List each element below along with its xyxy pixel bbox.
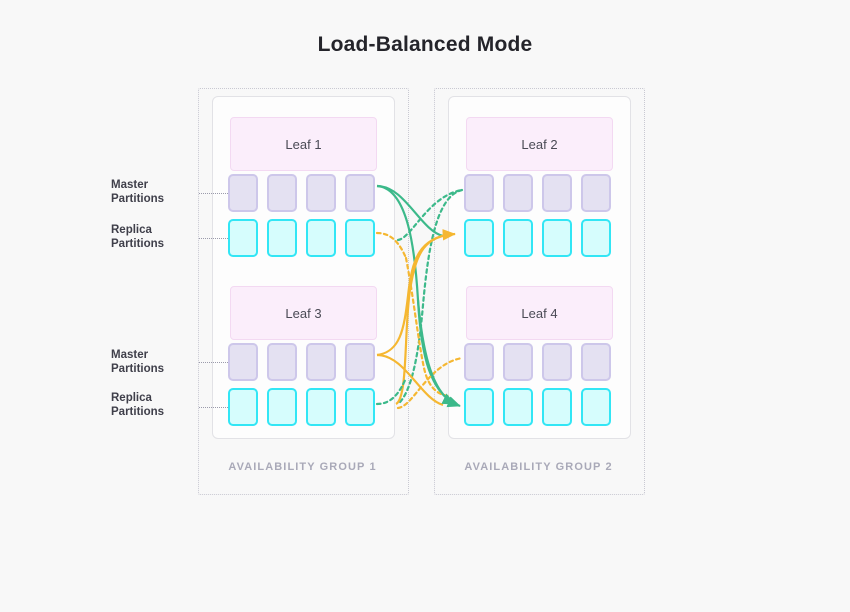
replica-partition[interactable] [228, 219, 258, 257]
master-partition[interactable] [464, 343, 494, 381]
leaf-label: Leaf 1 [285, 136, 322, 152]
replica-partition[interactable] [345, 388, 375, 426]
leaf-box-leaf-3[interactable]: Leaf 3 [230, 286, 377, 340]
master-partition[interactable] [581, 343, 611, 381]
replica-partition[interactable] [503, 219, 533, 257]
master-partition[interactable] [542, 174, 572, 212]
replica-partition[interactable] [306, 388, 336, 426]
leader-line-master-top [199, 193, 228, 194]
master-partitions-label-bottom: Master Partitions [111, 349, 165, 375]
master-partition[interactable] [345, 343, 375, 381]
master-partition[interactable] [306, 174, 336, 212]
replica-partitions-label-top: Replica Partitions [111, 224, 165, 250]
master-partition[interactable] [228, 174, 258, 212]
replica-partition[interactable] [464, 388, 494, 426]
replica-partition[interactable] [542, 219, 572, 257]
replica-partition[interactable] [267, 219, 297, 257]
availability-group-2-label: AVAILABILITY GROUP 2 [464, 461, 613, 473]
replica-partition[interactable] [267, 388, 297, 426]
replica-partition[interactable] [464, 219, 494, 257]
leaf-box-leaf-1[interactable]: Leaf 1 [230, 117, 377, 171]
replica-partition[interactable] [345, 219, 375, 257]
leaf-label: Leaf 3 [285, 305, 322, 321]
master-partition[interactable] [267, 174, 297, 212]
master-partition[interactable] [581, 174, 611, 212]
master-partition[interactable] [267, 343, 297, 381]
leaf-label: Leaf 4 [521, 305, 558, 321]
leaf-box-leaf-4[interactable]: Leaf 4 [466, 286, 613, 340]
master-partition[interactable] [503, 343, 533, 381]
master-partition[interactable] [464, 174, 494, 212]
page-title: Load-Balanced Mode [317, 33, 533, 56]
master-partition[interactable] [345, 174, 375, 212]
replica-partition[interactable] [542, 388, 572, 426]
leader-line-replica-top [199, 238, 228, 239]
master-partition[interactable] [228, 343, 258, 381]
master-partition[interactable] [306, 343, 336, 381]
replica-partition[interactable] [581, 219, 611, 257]
leader-line-master-bottom [199, 362, 228, 363]
master-partition[interactable] [542, 343, 572, 381]
leaf-label: Leaf 2 [521, 136, 558, 152]
replica-partition[interactable] [306, 219, 336, 257]
availability-group-1-label: AVAILABILITY GROUP 1 [228, 461, 377, 473]
replica-partitions-label-bottom: Replica Partitions [111, 392, 165, 418]
master-partition[interactable] [503, 174, 533, 212]
replica-partition[interactable] [503, 388, 533, 426]
master-partitions-label-top: Master Partitions [111, 179, 165, 205]
leader-line-replica-bottom [199, 407, 228, 408]
replica-partition[interactable] [581, 388, 611, 426]
replica-partition[interactable] [228, 388, 258, 426]
leaf-box-leaf-2[interactable]: Leaf 2 [466, 117, 613, 171]
